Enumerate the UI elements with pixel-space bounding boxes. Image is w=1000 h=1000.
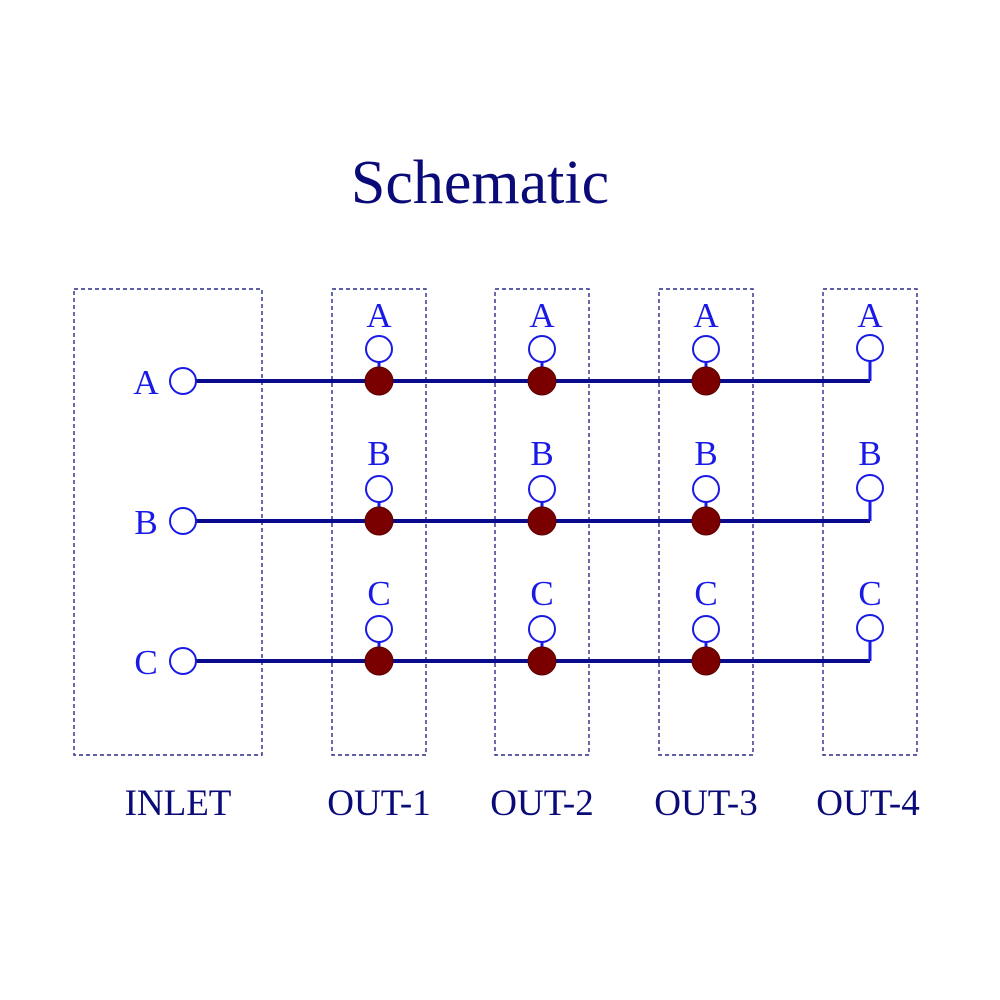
- out-2-connections: [527, 335, 557, 676]
- bus-a: [169, 361, 872, 395]
- out-3-terminal-a: [692, 335, 720, 363]
- out-2-terminal-b: [528, 475, 556, 503]
- out-2-label: OUT-2: [490, 783, 593, 824]
- out-4-terminal-label-a: A: [857, 296, 883, 335]
- out-3-junction-b: [691, 506, 721, 536]
- out-1-terminal-c: [365, 615, 393, 643]
- out-1-terminal-label-a: A: [366, 296, 392, 335]
- inlet-label: INLET: [125, 783, 232, 824]
- out-3-junction-a: [691, 366, 721, 396]
- out-4-connections: [856, 334, 884, 642]
- out-4-block: A B C OUT-4: [816, 288, 920, 824]
- out-1-connections: [364, 335, 394, 676]
- out-3-label: OUT-3: [654, 783, 757, 824]
- out-1-terminal-a: [365, 335, 393, 363]
- out-3-connections: [691, 335, 721, 676]
- out-1-junction-b: [364, 506, 394, 536]
- out-4-terminal-c: [856, 614, 884, 642]
- out-3-block: A B C OUT-3: [654, 288, 758, 824]
- out-3-terminal-label-b: B: [694, 434, 717, 473]
- bus-c: [169, 641, 872, 675]
- inlet-terminal-label-a: A: [133, 363, 159, 402]
- bus-b: [169, 501, 872, 535]
- out-4-terminal-b: [856, 474, 884, 502]
- out-2-terminal-label-c: C: [530, 574, 553, 613]
- out-4-terminal-label-b: B: [858, 434, 881, 473]
- out-3-terminal-b: [692, 475, 720, 503]
- out-1-terminal-b: [365, 475, 393, 503]
- out-2-block: A B C OUT-2: [490, 288, 594, 824]
- out-1-block: A B C OUT-1: [327, 288, 431, 824]
- out-2-junction-b: [527, 506, 557, 536]
- inlet-terminal-b: [169, 507, 197, 535]
- out-3-junction-c: [691, 646, 721, 676]
- inlet-terminal-label-b: B: [134, 503, 157, 542]
- inlet-terminal-a: [169, 367, 197, 395]
- out-2-terminal-label-a: A: [529, 296, 555, 335]
- out-2-junction-a: [527, 366, 557, 396]
- out-1-terminal-label-b: B: [367, 434, 390, 473]
- inlet-terminal-c: [169, 647, 197, 675]
- inlet-block: A B C INLET: [73, 288, 263, 824]
- out-2-terminal-c: [528, 615, 556, 643]
- out-3-terminal-label-a: A: [693, 296, 719, 335]
- out-1-label: OUT-1: [327, 783, 430, 824]
- out-1-junction-a: [364, 366, 394, 396]
- out-3-terminal-label-c: C: [694, 574, 717, 613]
- out-1-junction-c: [364, 646, 394, 676]
- out-4-label: OUT-4: [816, 783, 919, 824]
- diagram-title: Schematic: [351, 149, 609, 217]
- out-3-terminal-c: [692, 615, 720, 643]
- inlet-terminal-label-c: C: [134, 643, 157, 682]
- out-2-junction-c: [527, 646, 557, 676]
- out-2-terminal-a: [528, 335, 556, 363]
- out-4-terminal-label-c: C: [858, 574, 881, 613]
- out-2-terminal-label-b: B: [530, 434, 553, 473]
- out-1-terminal-label-c: C: [367, 574, 390, 613]
- out-4-terminal-a: [856, 334, 884, 362]
